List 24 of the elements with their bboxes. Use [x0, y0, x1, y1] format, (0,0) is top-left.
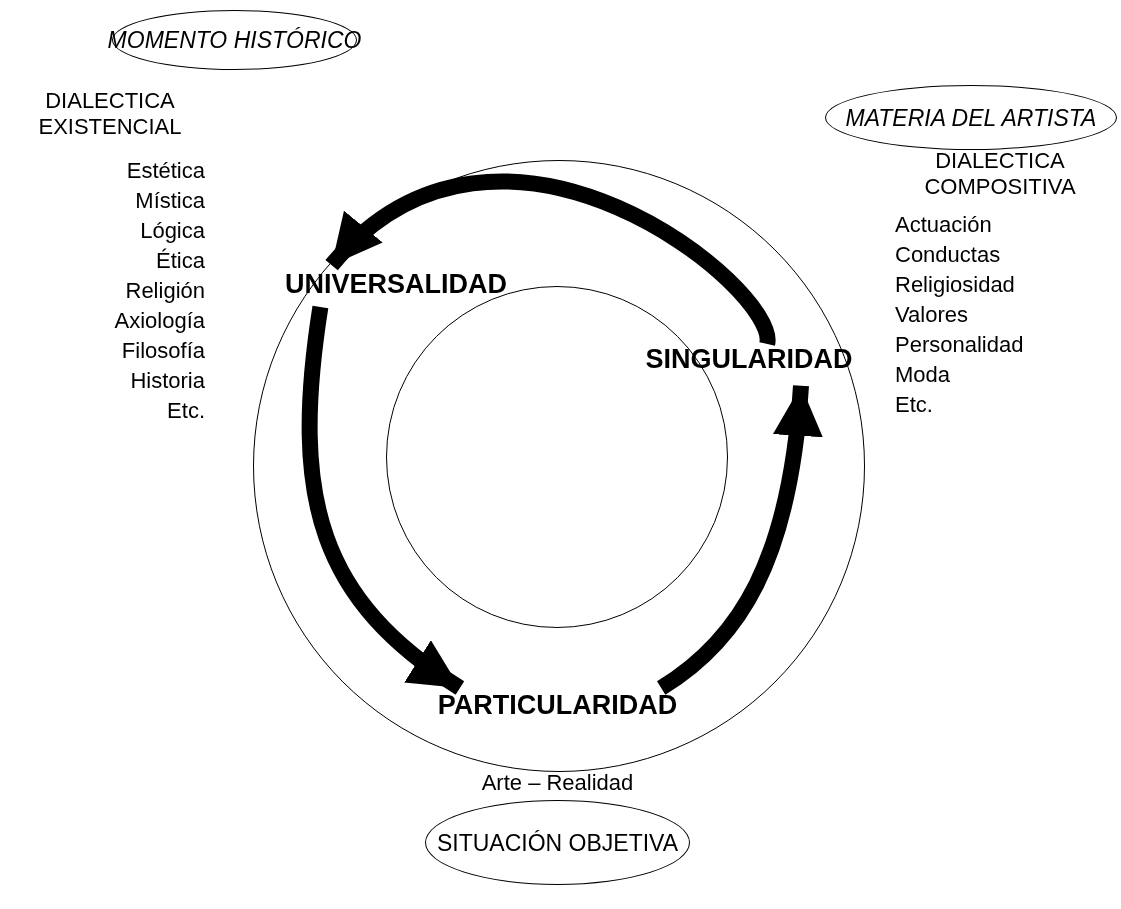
list-item: Estética [125, 158, 205, 184]
list-item: Etc. [895, 392, 934, 418]
list-item: Valores [895, 302, 969, 328]
list-heading: DIALECTICA COMPOSITIVA [923, 148, 1077, 200]
list-item: Personalidad [895, 332, 1025, 358]
list-item: Religiosidad [895, 272, 1016, 298]
stage-label: UNIVERSALIDAD [256, 269, 536, 307]
curved-arrow [656, 385, 822, 695]
stage-label: PARTICULARIDAD [405, 690, 710, 730]
list-item: Etc. [166, 398, 205, 424]
list-item: Ética [155, 248, 205, 274]
list-item: Moda [895, 362, 952, 388]
list-item: Religión [124, 278, 205, 304]
list-heading: DIALECTICA EXISTENCIAL [37, 88, 183, 140]
list-item: Actuación [895, 212, 993, 238]
list-item: Mística [134, 188, 205, 214]
list-item: Axiología [113, 308, 205, 334]
curved-arrow [326, 174, 776, 346]
list-item: Lógica [139, 218, 205, 244]
curved-arrow [301, 305, 465, 695]
list-item: Historia [129, 368, 205, 394]
list-item: Filosofía [120, 338, 205, 364]
caption-text: Arte – Realidad [480, 770, 635, 796]
list-item: Conductas [895, 242, 1002, 268]
